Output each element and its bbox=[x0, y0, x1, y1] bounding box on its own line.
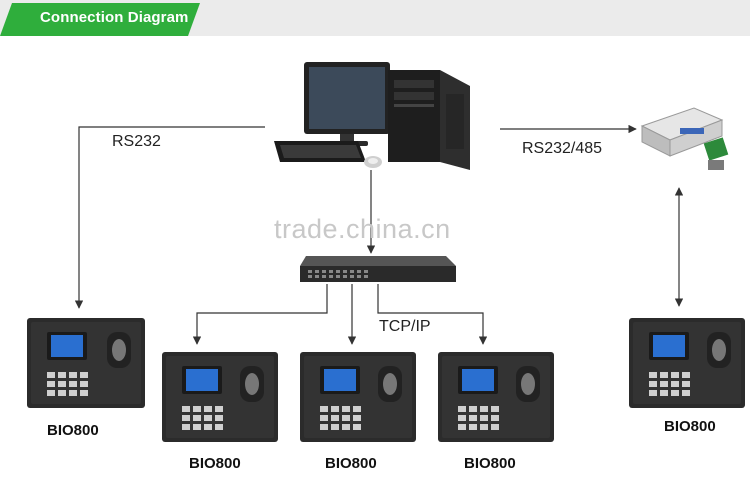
bio800-device-4 bbox=[438, 352, 554, 442]
switch-device4-wire bbox=[377, 284, 488, 345]
rs485-converter-icon bbox=[640, 107, 729, 170]
bio800-device-5 bbox=[629, 318, 745, 408]
computer-icon bbox=[274, 62, 470, 170]
header-tab bbox=[0, 3, 200, 36]
bio800-device-3 bbox=[300, 352, 416, 442]
rs232-wire bbox=[74, 126, 265, 309]
bio800-label-2: BIO800 bbox=[189, 455, 241, 472]
rs232-label: RS232 bbox=[112, 133, 161, 150]
header-title: Connection Diagram bbox=[40, 9, 189, 26]
bio800-label-5: BIO800 bbox=[664, 418, 716, 435]
tcpip-label: TCP/IP bbox=[379, 318, 431, 335]
bio800-device-2 bbox=[162, 352, 278, 442]
bio800-label-4: BIO800 bbox=[464, 455, 516, 472]
rs232-485-label: RS232/485 bbox=[522, 140, 603, 157]
watermark-text: trade.china.cn bbox=[274, 214, 451, 244]
network-switch-icon bbox=[300, 256, 456, 282]
bio800-device-1 bbox=[27, 318, 145, 408]
switch-device2-wire bbox=[192, 284, 328, 345]
bio800-label-1: BIO800 bbox=[47, 422, 99, 439]
bio800-label-3: BIO800 bbox=[325, 455, 377, 472]
